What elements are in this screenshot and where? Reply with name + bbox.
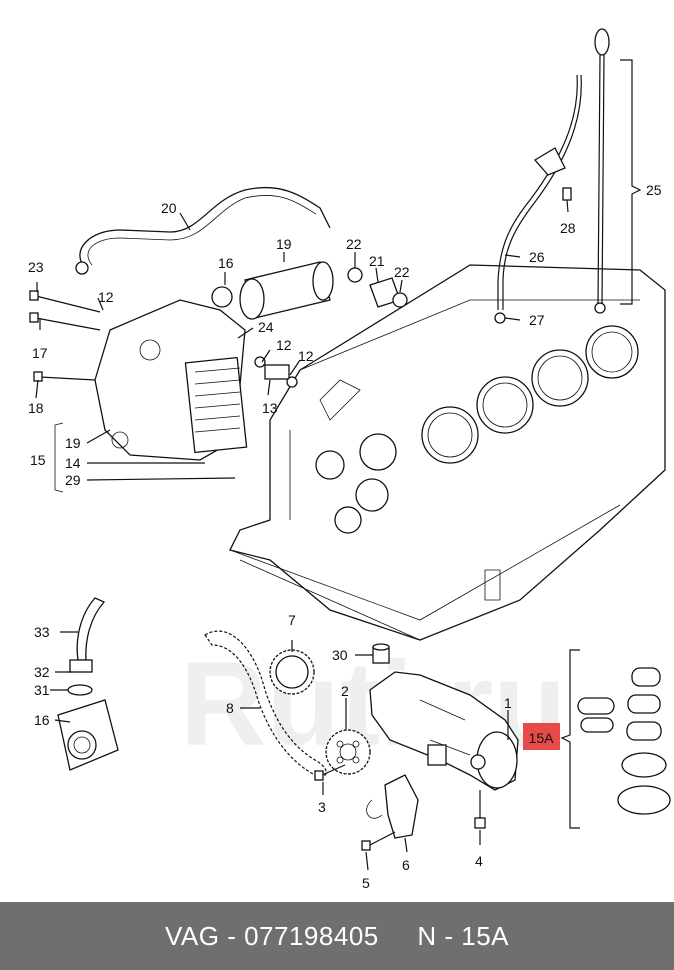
sprocket-2 [325, 729, 371, 775]
callout-19: 19 [65, 435, 81, 451]
bolts-left [29, 290, 101, 382]
sleeve-30 [372, 643, 390, 664]
callout-26: 26 [529, 249, 545, 265]
callout-14: 14 [65, 455, 81, 471]
highlight-label: 15A [529, 730, 555, 746]
callout-24: 24 [258, 319, 274, 335]
callout-5: 5 [362, 875, 370, 891]
callout-20: 20 [161, 200, 177, 216]
leader-lines [35, 59, 642, 871]
callout-16: 16 [34, 712, 50, 728]
oil-filter-19 [211, 261, 334, 320]
callout-7: 7 [288, 612, 296, 628]
callout-15: 15 [30, 452, 46, 468]
bolt-3 [314, 764, 346, 781]
callout-29: 29 [65, 472, 81, 488]
callout-2: 2 [341, 683, 349, 699]
dipstick-assembly [494, 28, 610, 324]
o-ring-set [577, 667, 671, 815]
highlight-box [523, 723, 560, 750]
callout-16: 16 [218, 255, 234, 271]
callout-19: 19 [276, 236, 292, 252]
callout-28: 28 [560, 220, 576, 236]
callout-27: 27 [529, 312, 545, 328]
callout-30: 30 [332, 647, 348, 663]
callout-6: 6 [402, 857, 410, 873]
flange-assembly-16 [57, 597, 119, 771]
callout-17: 17 [32, 345, 48, 361]
callout-21: 21 [369, 253, 385, 269]
callout-4: 4 [475, 853, 483, 869]
highlight-15a[interactable]: 15A [523, 723, 560, 750]
ref-separator: - [227, 920, 237, 951]
chain-tensioner-6 [361, 774, 419, 851]
coolant-pipe-20 [75, 186, 331, 275]
timing-chain-8 [204, 630, 327, 777]
callout-13: 13 [262, 400, 278, 416]
oil-cooler-housing [94, 299, 248, 461]
oil-pump-1 [369, 671, 519, 829]
callout-8: 8 [226, 700, 234, 716]
engine-block [229, 264, 666, 641]
part-number: 077198405 [244, 920, 379, 951]
callout-12: 12 [298, 348, 314, 364]
callout-31: 31 [34, 682, 50, 698]
callout-32: 32 [34, 664, 50, 680]
callout-12: 12 [276, 337, 292, 353]
callout-23: 23 [28, 259, 44, 275]
callout-18: 18 [28, 400, 44, 416]
part-info-footer: VAG - 077198405 N - 15A [0, 902, 674, 970]
brand-label: VAG [164, 920, 220, 951]
callout-1: 1 [504, 695, 512, 711]
callout-22: 22 [394, 264, 410, 280]
callout-12: 12 [98, 289, 114, 305]
callouts: 20 19 16 22 21 22 23 12 24 17 12 12 13 1… [28, 182, 662, 891]
sleeve-21 [347, 267, 408, 308]
callout-25: 25 [646, 182, 662, 198]
connector-13 [254, 356, 298, 388]
callout-3: 3 [318, 799, 326, 815]
diagram-reference: N - 15A [417, 920, 510, 951]
callout-22: 22 [346, 236, 362, 252]
callout-33: 33 [34, 624, 50, 640]
parts-diagram: Ruti.ru [28, 28, 671, 891]
sprocket-7 [269, 649, 315, 695]
